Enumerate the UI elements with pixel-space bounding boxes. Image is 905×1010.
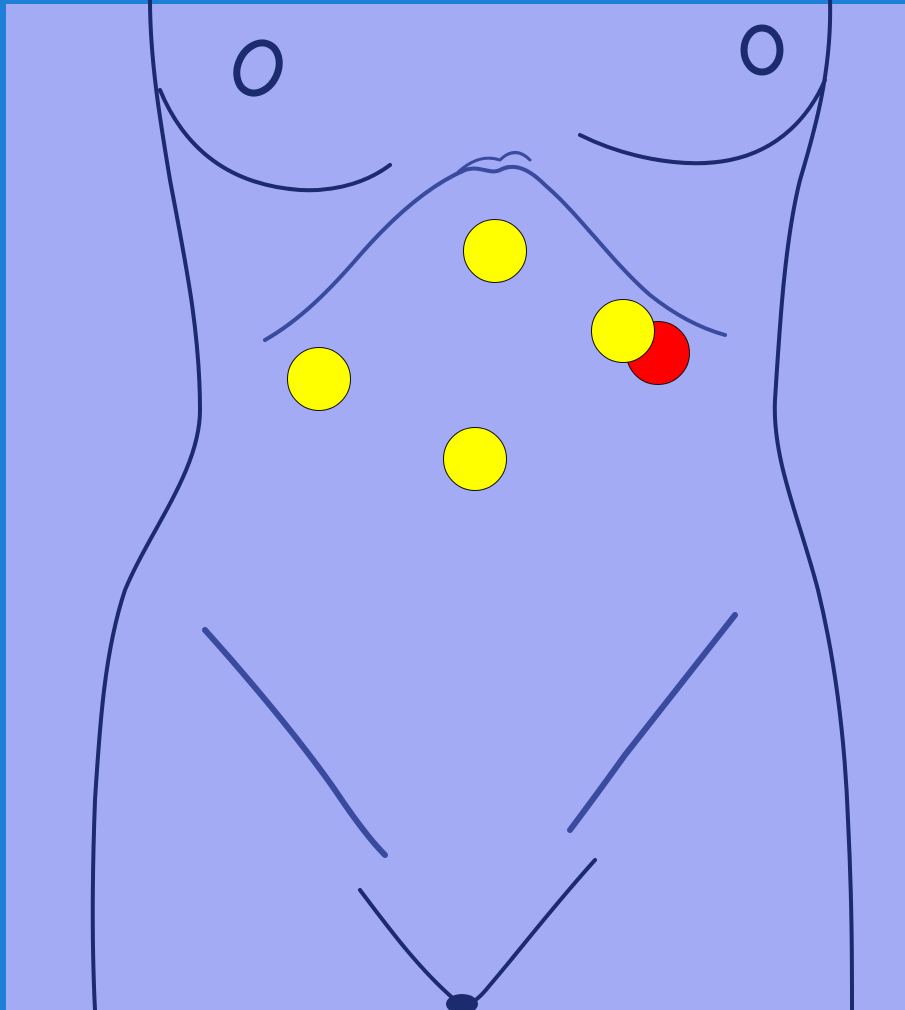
breast-curve-left xyxy=(160,90,390,190)
inguinal-line-left xyxy=(205,630,385,855)
pain-marker-right-upper[interactable] xyxy=(287,347,351,411)
pain-marker-epigastric[interactable] xyxy=(463,219,527,283)
nipple-right xyxy=(744,28,780,72)
nipple-left xyxy=(229,36,287,100)
breast-curve-right xyxy=(580,80,825,163)
inguinal-line-right xyxy=(570,615,735,830)
body-contour-right xyxy=(775,0,852,1010)
pain-marker-umbilical[interactable] xyxy=(443,427,507,491)
body-contour-left xyxy=(93,0,200,1010)
groin-v xyxy=(360,860,595,1003)
pain-marker-left-upper[interactable] xyxy=(591,299,655,363)
